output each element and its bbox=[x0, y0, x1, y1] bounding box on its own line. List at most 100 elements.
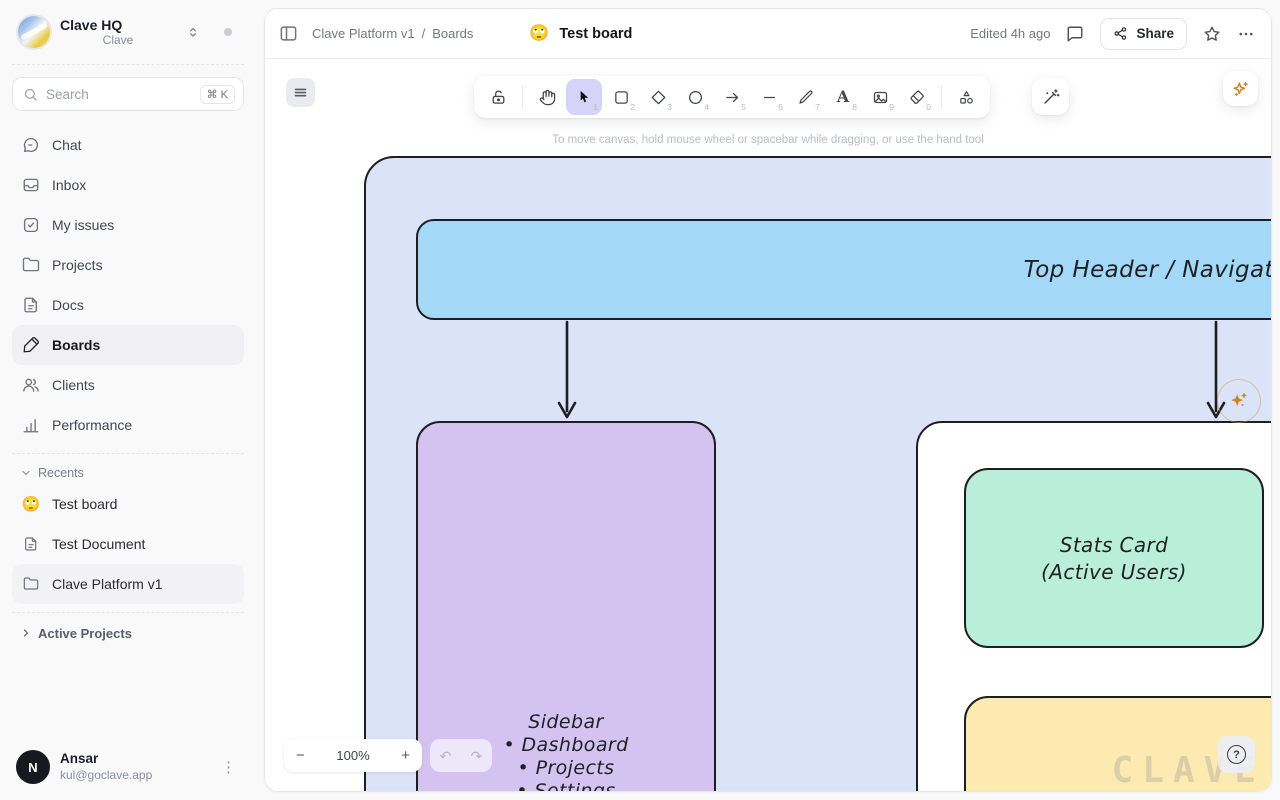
search-shortcut-badge: ⌘ K bbox=[200, 85, 235, 104]
chevrons-up-down-icon[interactable] bbox=[186, 25, 200, 39]
breadcrumb-separator: / bbox=[422, 26, 426, 41]
sidebar-item-docs[interactable]: Docs bbox=[12, 285, 244, 325]
document-icon bbox=[22, 296, 40, 314]
canvas-header-bar-shape[interactable]: Top Header / Navigation Bar bbox=[416, 219, 1271, 320]
inbox-icon bbox=[22, 176, 40, 194]
wand-sparkles-icon bbox=[1042, 88, 1060, 106]
search-box[interactable]: ⌘ K bbox=[12, 77, 244, 111]
image-tool-button[interactable]: 9 bbox=[862, 79, 898, 115]
user-info: Ansar kul@goclave.app bbox=[60, 751, 152, 783]
breadcrumb-project[interactable]: Clave Platform v1 bbox=[312, 26, 415, 41]
share-button[interactable]: Share bbox=[1100, 18, 1187, 50]
lock-tool-button[interactable] bbox=[480, 79, 516, 115]
shapes-library-button[interactable] bbox=[948, 79, 984, 115]
sidebar-item-label: Chat bbox=[52, 137, 82, 153]
undo-button[interactable]: ↶ bbox=[440, 749, 452, 763]
user-name: Ansar bbox=[60, 751, 152, 768]
zoom-in-button[interactable]: + bbox=[401, 748, 410, 763]
image-icon bbox=[872, 89, 889, 106]
text-tool-button[interactable]: A 8 bbox=[825, 79, 861, 115]
sidebar-item-performance[interactable]: Performance bbox=[12, 405, 244, 445]
breadcrumb: Clave Platform v1 / Boards bbox=[312, 26, 473, 41]
sidebar-item-chat[interactable]: Chat bbox=[12, 125, 244, 165]
divider bbox=[12, 453, 244, 454]
line-icon bbox=[761, 89, 778, 106]
eraser-tool-button[interactable]: 0 bbox=[899, 79, 935, 115]
laser-wand-button[interactable] bbox=[1032, 78, 1069, 115]
workspace-switcher[interactable]: Clave HQ Clave bbox=[12, 0, 244, 62]
sidebar-item-label: Clients bbox=[52, 377, 95, 393]
select-tool-button[interactable]: 1 bbox=[566, 79, 602, 115]
ai-generating-indicator bbox=[1217, 379, 1261, 423]
recent-item-test-document[interactable]: Test Document bbox=[12, 524, 244, 564]
workspace-logo bbox=[18, 16, 50, 48]
sidebar-item-clients[interactable]: Clients bbox=[12, 365, 244, 405]
square-icon bbox=[613, 89, 630, 106]
comments-button[interactable] bbox=[1066, 25, 1084, 43]
sidebar-item-label: Performance bbox=[52, 417, 132, 433]
chevron-down-icon bbox=[20, 467, 32, 479]
share-nodes-icon bbox=[1113, 26, 1128, 41]
search-input[interactable] bbox=[46, 87, 192, 102]
zoom-out-button[interactable]: − bbox=[296, 748, 305, 763]
active-projects-toggle[interactable]: Active Projects bbox=[12, 615, 244, 651]
cursor-arrow-icon bbox=[576, 89, 592, 105]
face-rolling-eyes-emoji-icon: 🙄 bbox=[22, 497, 40, 512]
circle-icon bbox=[687, 89, 704, 106]
sidebar-item-boards[interactable]: Boards bbox=[12, 325, 244, 365]
sidebar: Clave HQ Clave ⌘ K Chat Inbox bbox=[0, 0, 256, 800]
rectangle-tool-button[interactable]: 2 bbox=[603, 79, 639, 115]
more-options-button[interactable] bbox=[1237, 25, 1255, 43]
sidebar-item-projects[interactable]: Projects bbox=[12, 245, 244, 285]
ellipse-tool-button[interactable]: 4 bbox=[677, 79, 713, 115]
page-title[interactable]: Test board bbox=[559, 26, 632, 42]
hand-tool-button[interactable] bbox=[529, 79, 565, 115]
history-controls: ↶ ↷ bbox=[430, 739, 492, 772]
line-tool-button[interactable]: 6 bbox=[751, 79, 787, 115]
toolbar-divider bbox=[522, 85, 523, 109]
workspace-names: Clave HQ Clave bbox=[60, 17, 176, 48]
pencil-icon bbox=[798, 89, 814, 105]
recent-item-clave-platform[interactable]: Clave Platform v1 bbox=[12, 564, 244, 604]
redo-button[interactable]: ↷ bbox=[471, 749, 483, 763]
favorite-star-button[interactable] bbox=[1203, 25, 1221, 43]
board-emoji-icon: 🙄 bbox=[529, 26, 549, 42]
arrow-tool-button[interactable]: 5 bbox=[714, 79, 750, 115]
stats-card-line2: (Active Users) bbox=[1041, 560, 1187, 584]
draw-tool-button[interactable]: 7 bbox=[788, 79, 824, 115]
arrow-right-icon bbox=[724, 89, 741, 106]
edited-timestamp: Edited 4h ago bbox=[970, 26, 1050, 41]
diamond-tool-button[interactable]: 3 bbox=[640, 79, 676, 115]
checkbox-icon bbox=[22, 216, 40, 234]
board-header: Clave Platform v1 / Boards 🙄 Test board … bbox=[265, 9, 1271, 59]
recents-section-label[interactable]: Recents bbox=[12, 456, 244, 484]
search-icon bbox=[23, 87, 38, 102]
canvas-sidebar-box-shape[interactable]: Sidebar • Dashboard • Projects • Setting… bbox=[416, 421, 716, 791]
breadcrumb-section[interactable]: Boards bbox=[432, 26, 473, 41]
header-actions: Edited 4h ago Share bbox=[970, 18, 1255, 50]
canvas-stats-card-shape[interactable]: Stats Card (Active Users) bbox=[964, 468, 1264, 648]
recent-item-label: Clave Platform v1 bbox=[52, 576, 162, 592]
sidebar-item-my-issues[interactable]: My issues bbox=[12, 205, 244, 245]
sidebar-toggle-button[interactable] bbox=[279, 24, 298, 43]
user-menu[interactable]: N Ansar kul@goclave.app ⋮ bbox=[12, 736, 244, 800]
board-canvas[interactable]: Top Header / Navigation Bar Sidebar • Da… bbox=[265, 59, 1271, 791]
stats-card-line1: Stats Card bbox=[1060, 533, 1169, 557]
sidebar-item-label: Projects bbox=[52, 257, 103, 273]
chevron-right-icon bbox=[20, 627, 32, 639]
chat-bubble-icon bbox=[22, 136, 40, 154]
sidebar-item-inbox[interactable]: Inbox bbox=[12, 165, 244, 205]
folder-icon bbox=[22, 256, 40, 274]
ai-assistant-button[interactable] bbox=[1223, 71, 1258, 106]
canvas-menu-button[interactable] bbox=[286, 78, 315, 107]
lock-open-icon bbox=[490, 89, 507, 106]
recent-item-label: Test board bbox=[52, 496, 117, 512]
hamburger-icon bbox=[293, 85, 308, 100]
zoom-level[interactable]: 100% bbox=[336, 748, 369, 763]
hand-icon bbox=[539, 89, 556, 106]
divider bbox=[12, 64, 244, 65]
help-button[interactable]: ? bbox=[1218, 736, 1255, 773]
kebab-menu-icon[interactable]: ⋮ bbox=[217, 758, 240, 776]
recent-item-test-board[interactable]: 🙄 Test board bbox=[12, 484, 244, 524]
